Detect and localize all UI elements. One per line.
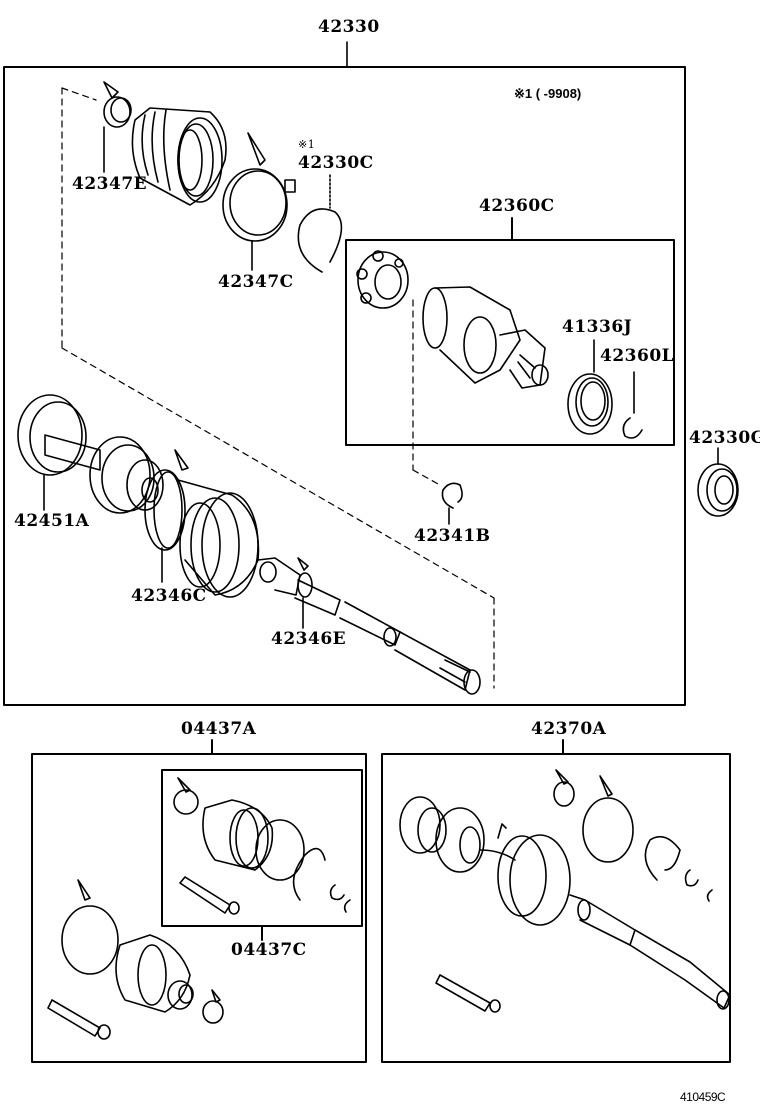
boot-kit-outer-parts[interactable]: [47, 879, 224, 1040]
boot-kit-outer-frame: [31, 753, 367, 1063]
label-42360C[interactable]: 42360C: [479, 196, 555, 216]
inner-joint-housing[interactable]: [422, 286, 549, 389]
label-42346C[interactable]: 42346C: [131, 586, 207, 606]
label-04437C[interactable]: 04437C: [231, 940, 307, 960]
label-42330C[interactable]: 42330C: [298, 153, 374, 173]
inner-joint-frame: [345, 239, 675, 446]
label-42370A[interactable]: 42370A: [531, 719, 607, 739]
label-42330[interactable]: 42330: [318, 17, 380, 37]
snap-ring-42360L[interactable]: [622, 371, 643, 439]
label-42347E[interactable]: 42347E: [72, 174, 148, 194]
main-assembly-frame: [3, 66, 686, 706]
reference-code: 410459C: [680, 1090, 726, 1104]
dust-deflector-42451A[interactable]: [17, 394, 87, 511]
dust-seal-41336J[interactable]: [567, 339, 613, 435]
tripod-spider[interactable]: [356, 250, 409, 309]
outer-joint-shaft-assembly[interactable]: [44, 434, 481, 695]
clamp-42346E[interactable]: [297, 557, 313, 629]
label-42360L[interactable]: 42360L: [600, 346, 675, 366]
label-41336J[interactable]: 41336J: [562, 317, 633, 337]
label-42330G[interactable]: 42330G: [689, 428, 760, 448]
note-9908: ※1 ( -9908): [514, 86, 582, 101]
label-note-mark: ※1: [298, 138, 316, 151]
bearing-42330G[interactable]: [697, 447, 739, 517]
snap-ring-42330C[interactable]: [297, 174, 343, 273]
clamp-42347E[interactable]: [103, 81, 132, 173]
snap-ring-42341B[interactable]: [441, 482, 463, 525]
label-42451A[interactable]: 42451A: [14, 511, 90, 531]
clamp-42346C[interactable]: [153, 449, 189, 583]
clamp-42347C[interactable]: [222, 132, 296, 271]
outer-joint-assembly-frame: [381, 753, 731, 1063]
label-42347C[interactable]: 42347C: [218, 272, 294, 292]
boot-outer-top[interactable]: [131, 107, 227, 206]
phantom-outline: [61, 87, 495, 689]
label-04437A[interactable]: 04437A: [181, 719, 257, 739]
boot-kit-inner-parts[interactable]: [173, 777, 351, 915]
boot-kit-inner-frame: [161, 769, 363, 927]
label-42346E[interactable]: 42346E: [271, 629, 347, 649]
label-42341B[interactable]: 42341B: [414, 526, 491, 546]
outer-joint-assembly-parts[interactable]: [399, 769, 731, 1013]
